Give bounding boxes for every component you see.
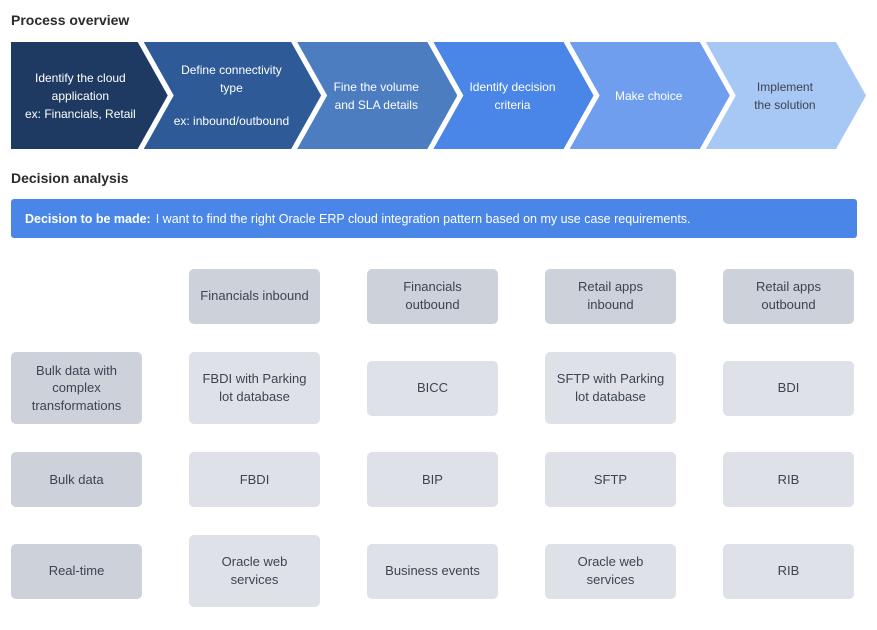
matrix-cell: SFTP with Parking lot database	[545, 352, 676, 424]
decision-matrix: Financials inbound Financials outbound R…	[11, 268, 866, 607]
matrix-cell: FBDI	[189, 452, 320, 507]
matrix-cell: RIB	[723, 543, 854, 599]
process-step-label: Identify decision criteria	[469, 79, 556, 112]
process-step-4: Identify decision criteria	[433, 42, 593, 149]
matrix-cell: Oracle web services	[189, 535, 320, 607]
column-header-financials-inbound: Financials inbound	[189, 268, 320, 324]
column-header-financials-outbound: Financials outbound	[367, 268, 498, 324]
process-step-label: Define connectivity type	[181, 63, 282, 95]
matrix-cell: Oracle web services	[545, 543, 676, 599]
process-step-example: ex: Financials, Retail	[25, 106, 136, 121]
matrix-cell: FBDI with Parking lot database	[189, 352, 320, 424]
process-step-example: ex: inbound/outbound	[173, 114, 290, 128]
matrix-cell: Business events	[367, 543, 498, 599]
row-header-bulk-data-complex: Bulk data with complex transformations	[11, 352, 142, 424]
row-header-real-time: Real-time	[11, 543, 142, 599]
process-step-label: Implement	[756, 79, 813, 94]
process-step-1: Identify the cloud application ex: Finan…	[11, 42, 168, 149]
decision-analysis-heading: Decision analysis	[11, 170, 129, 186]
process-step-label-line2: the solution	[754, 97, 816, 112]
process-step-6: Implement the solution	[706, 42, 866, 149]
process-step-label: Identify the cloud application	[34, 70, 126, 103]
column-header-retail-apps-inbound: Retail apps inbound	[545, 268, 676, 324]
matrix-cell: BDI	[723, 360, 854, 416]
process-step-label: Fine the volume and SLA details	[333, 79, 419, 112]
process-step-3: Fine the volume and SLA details	[297, 42, 457, 149]
process-overview-heading: Process overview	[11, 12, 130, 28]
row-header-bulk-data: Bulk data	[11, 452, 142, 507]
matrix-cell: BICC	[367, 360, 498, 416]
decision-banner: Decision to be made: I want to find the …	[11, 199, 857, 238]
matrix-cell: RIB	[723, 452, 854, 507]
process-step-5: Make choice	[570, 42, 730, 149]
process-flow: Identify the cloud application ex: Finan…	[11, 42, 866, 149]
column-header-retail-apps-outbound: Retail apps outbound	[723, 268, 854, 324]
decision-banner-label: Decision to be made:	[25, 211, 151, 226]
matrix-cell: SFTP	[545, 452, 676, 507]
decision-banner-text: I want to find the right Oracle ERP clou…	[155, 211, 691, 226]
matrix-cell: BIP	[367, 452, 498, 507]
process-step-2: Define connectivity type ex: inbound/out…	[144, 42, 321, 149]
process-step-label: Make choice	[615, 88, 683, 103]
